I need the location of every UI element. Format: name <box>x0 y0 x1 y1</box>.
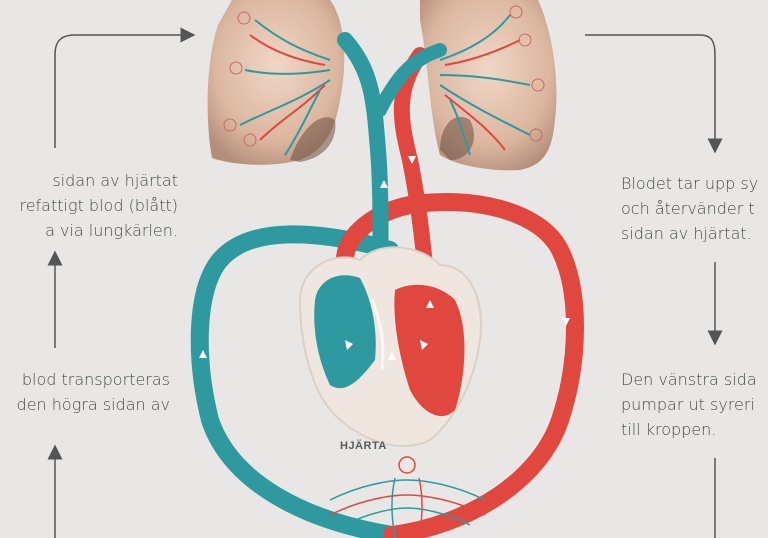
caption-left-bottom: blod transporteras den högra sidan av <box>0 367 170 417</box>
caption-line: pumpar ut syreri <box>621 395 755 414</box>
caption-line: Blodet tar upp sy <box>621 174 759 193</box>
body-figure-icon <box>329 456 486 538</box>
lung-vessels <box>239 14 531 156</box>
caption-line: sidan av hjärtat. <box>621 224 752 243</box>
caption-line: sidan av hjärtat <box>52 171 178 190</box>
caption-line: refattigt blod (blått) <box>19 196 178 215</box>
cycle-arrows <box>47 27 723 538</box>
heart <box>298 246 482 447</box>
heart-label: HJÄRTA <box>340 440 387 452</box>
caption-right-bottom: Den vänstra sida pumpar ut syreri till k… <box>621 367 757 442</box>
caption-line: Den vänstra sida <box>621 370 757 389</box>
caption-line: den högra sidan av <box>16 395 170 414</box>
left-lung <box>207 0 345 165</box>
caption-left-top: sidan av hjärtat refattigt blod (blått) … <box>0 168 178 243</box>
caption-line: och återvänder t <box>621 199 755 218</box>
caption-line: blod transporteras <box>21 370 170 389</box>
caption-right-top: Blodet tar upp sy och återvänder t sidan… <box>621 171 758 246</box>
systemic-vein-left <box>190 225 401 538</box>
pulmonary-branch-blue <box>373 43 447 117</box>
flow-arrows <box>199 156 570 360</box>
systemic-artery-right <box>336 193 584 538</box>
alveoli-clusters <box>223 5 545 147</box>
caption-line: a via lungkärlen. <box>45 221 178 240</box>
right-lung <box>420 0 557 171</box>
caption-line: till kroppen. <box>621 420 717 439</box>
